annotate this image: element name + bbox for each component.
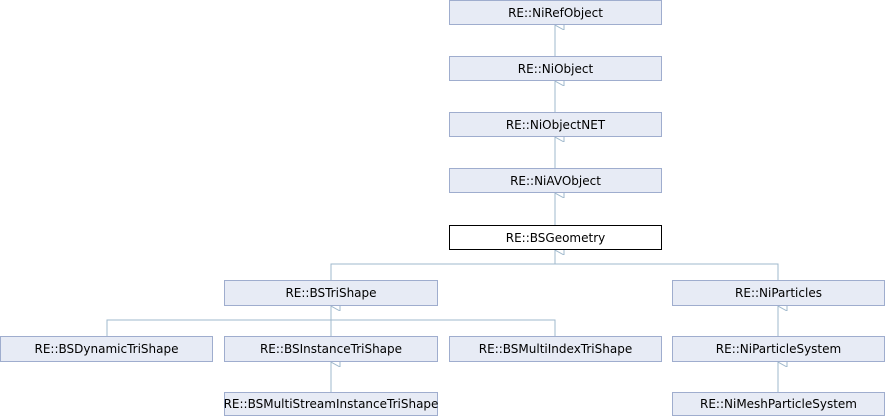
node-ni-particles[interactable]: RE::NiParticles [672, 280, 885, 306]
node-bs-tri-shape[interactable]: RE::BSTriShape [224, 280, 438, 306]
edge-niparticles-to-bsgeometry [555, 263, 779, 280]
node-ni-ref-object[interactable]: RE::NiRefObject [449, 0, 662, 25]
node-ni-object-net[interactable]: RE::NiObjectNET [449, 112, 662, 137]
node-bs-multi-stream-instance-tri-shape[interactable]: RE::BSMultiStreamInstanceTriShape [224, 392, 438, 416]
node-ni-av-object[interactable]: RE::NiAVObject [449, 168, 662, 193]
node-ni-particle-system[interactable]: RE::NiParticleSystem [672, 336, 885, 362]
node-bs-multi-index-tri-shape[interactable]: RE::BSMultiIndexTriShape [449, 336, 662, 362]
node-bs-instance-tri-shape[interactable]: RE::BSInstanceTriShape [224, 336, 438, 362]
node-ni-object[interactable]: RE::NiObject [449, 56, 662, 81]
edge-bstrishape-to-bsgeometry [330, 263, 555, 280]
node-bs-dynamic-tri-shape[interactable]: RE::BSDynamicTriShape [0, 336, 213, 362]
node-ni-mesh-particle-system[interactable]: RE::NiMeshParticleSystem [672, 392, 885, 416]
edge-bsmultiindextrishape-to-bstrishape [331, 319, 556, 336]
node-bs-geometry: RE::BSGeometry [449, 225, 662, 250]
edge-bsdynamictrishape-to-bstrishape [106, 319, 331, 336]
